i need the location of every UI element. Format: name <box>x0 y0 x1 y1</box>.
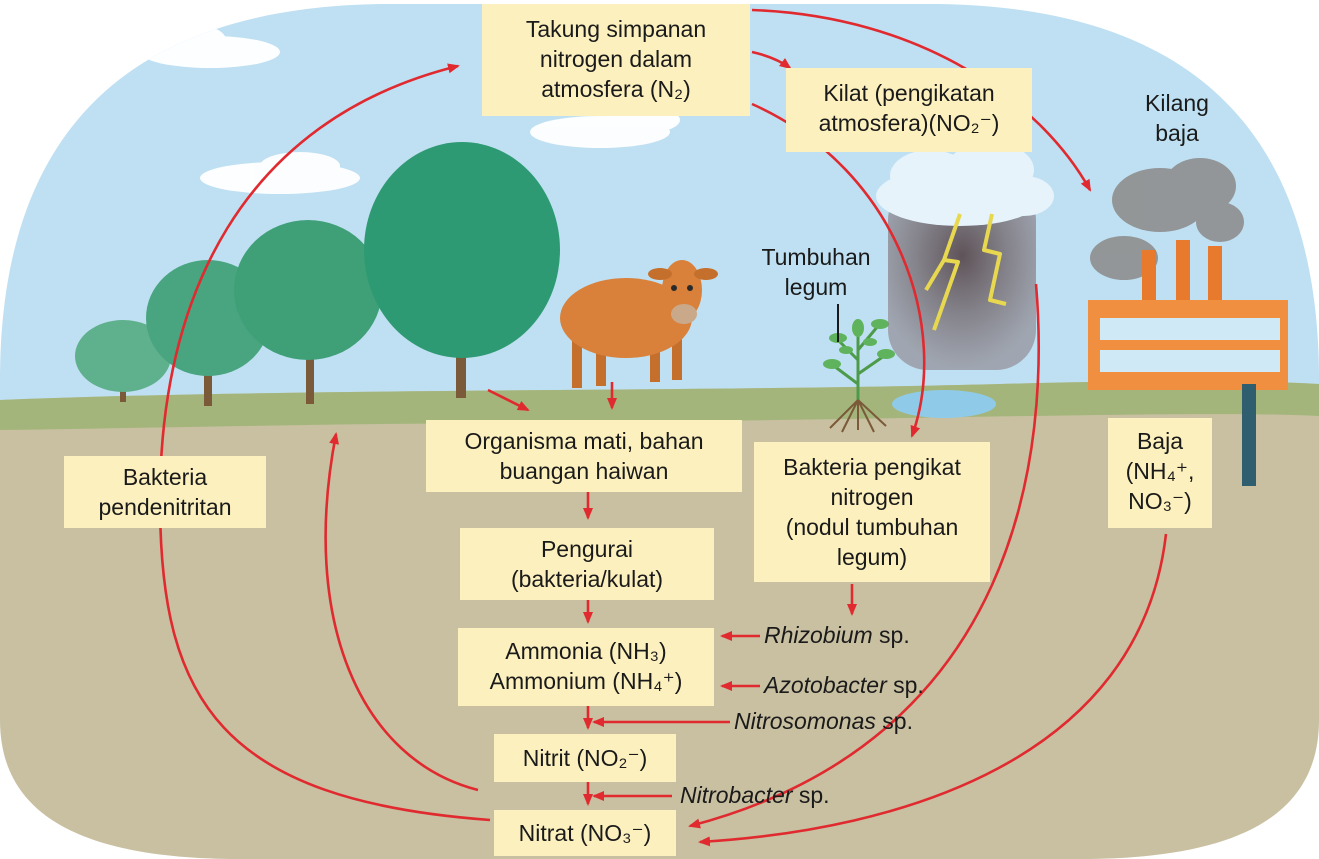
pond <box>892 390 996 418</box>
nitrite-box: Nitrit (NO₂⁻) <box>494 734 676 782</box>
rhizobium-label: Rhizobium sp. <box>764 620 910 650</box>
factory-label: Kilang baja <box>1122 88 1232 148</box>
atmosphere-nitrogen-box: Takung simpanan nitrogen dalam atmosfera… <box>482 4 750 116</box>
ammonia-box: Ammonia (NH₃) Ammonium (NH₄⁺) <box>458 628 714 706</box>
azotobacter-label: Azotobacter sp. <box>764 670 924 700</box>
nitrate-box: Nitrat (NO₃⁻) <box>494 810 676 856</box>
nitrobacter-label: Nitrobacter sp. <box>680 780 830 810</box>
decomposer-box: Pengurai (bakteria/kulat) <box>460 528 714 600</box>
nitrosomonas-label: Nitrosomonas sp. <box>734 706 913 736</box>
lightning-fixation-box: Kilat (pengikatan atmosfera)(NO₂⁻) <box>786 68 1032 152</box>
denitrifying-bacteria-box: Bakteria pendenitritan <box>64 456 266 528</box>
legume-plant-label: Tumbuhan legum <box>746 242 886 302</box>
nitrogen-fixing-bacteria-box: Bakteria pengikat nitrogen (nodul tumbuh… <box>754 442 990 582</box>
dead-organisms-box: Organisma mati, bahan buangan haiwan <box>426 420 742 492</box>
fertilizer-box: Baja (NH₄⁺, NO₃⁻) <box>1108 418 1212 528</box>
